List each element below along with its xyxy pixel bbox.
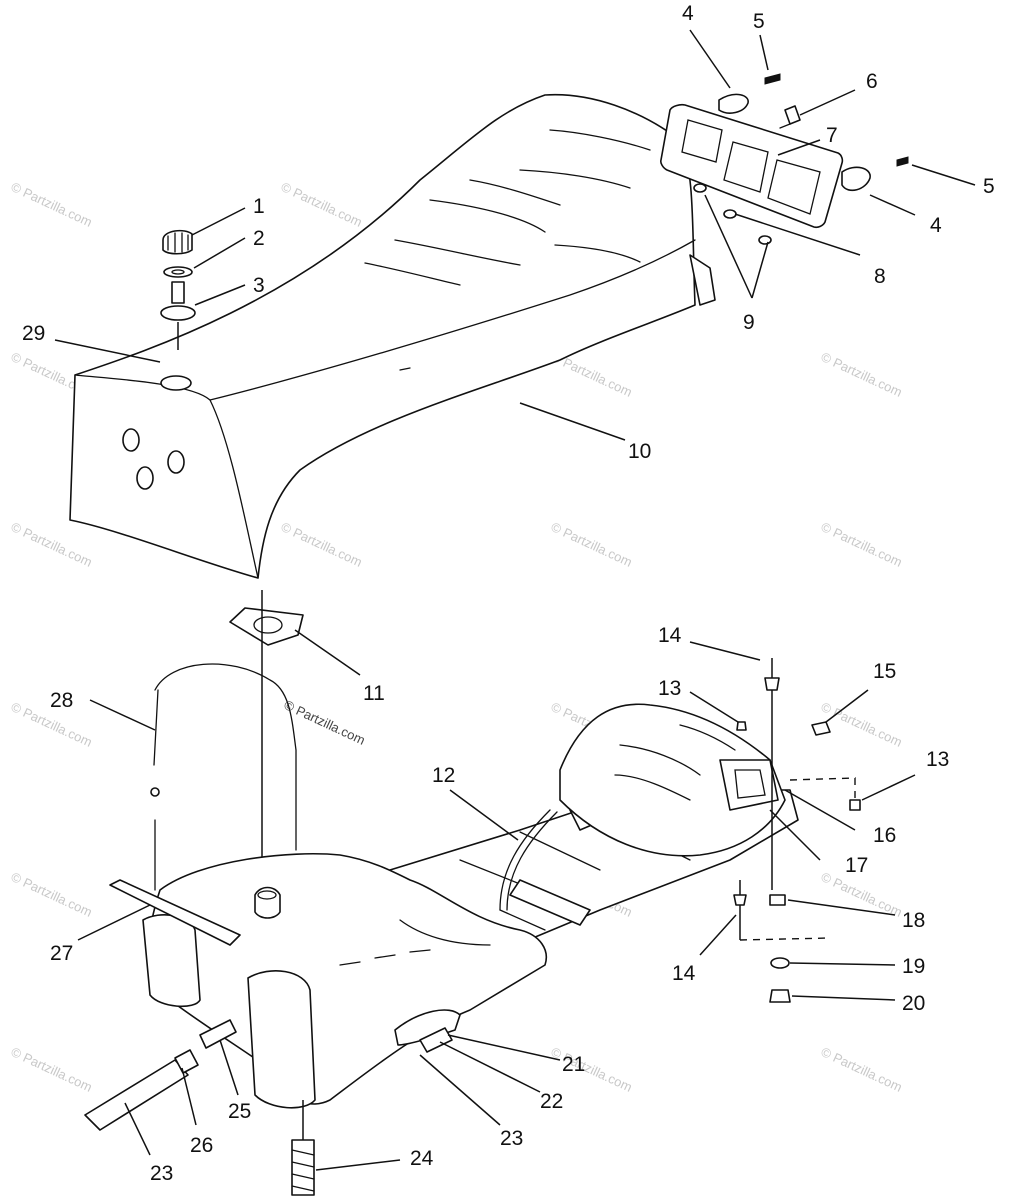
leader-lines <box>54 29 976 1171</box>
watermark-text: © Partzilla.com <box>819 519 905 570</box>
watermark-text: © Partzilla.com <box>819 349 905 400</box>
callout-19: 19 <box>902 955 925 978</box>
callout-10: 10 <box>628 440 651 463</box>
callouts: 1 2 3 29 4 5 6 7 5 4 8 9 10 11 28 12 14 … <box>22 2 995 1185</box>
watermark-text: © Partzilla.com <box>279 519 365 570</box>
callout-22: 22 <box>540 1090 563 1113</box>
callout-6: 6 <box>866 70 878 93</box>
callout-26: 26 <box>190 1134 213 1157</box>
callout-8: 8 <box>874 265 886 288</box>
vent-hose <box>150 590 300 891</box>
callout-18: 18 <box>902 909 925 932</box>
callout-27: 27 <box>50 942 73 965</box>
watermark-text: © Partzilla.com <box>9 1044 95 1095</box>
callout-24: 24 <box>410 1147 434 1170</box>
callout-23: 23 <box>150 1162 173 1185</box>
callout-13: 13 <box>926 748 949 771</box>
callout-2: 2 <box>253 227 265 250</box>
callout-21: 21 <box>562 1053 585 1076</box>
callout-5: 5 <box>753 10 765 33</box>
callout-1: 1 <box>253 195 265 218</box>
watermark-text: © Partzilla.com <box>819 1044 905 1095</box>
callout-4: 4 <box>682 2 694 25</box>
callout-28: 28 <box>50 689 73 712</box>
taillight-frame <box>660 73 909 245</box>
watermark-text: © Partzilla.com <box>9 519 95 570</box>
watermark-text: © Partzilla.com <box>9 869 95 920</box>
callout-3: 3 <box>253 274 265 297</box>
seat-cap-assembly <box>160 229 196 350</box>
watermark-text: © Partzilla.com <box>9 179 95 230</box>
callout-17: 17 <box>845 854 868 877</box>
callout-11: 11 <box>363 682 385 705</box>
callout-13: 13 <box>658 677 681 700</box>
callout-23: 23 <box>500 1127 523 1150</box>
callout-9: 9 <box>743 311 755 334</box>
callout-7: 7 <box>826 124 838 147</box>
rear-hardware <box>733 658 861 1003</box>
fuel-tank <box>84 852 547 1196</box>
callout-29: 29 <box>22 322 45 345</box>
callout-12: 12 <box>432 764 455 787</box>
watermark-text: © Partzilla.com <box>549 519 635 570</box>
callout-25: 25 <box>228 1100 251 1123</box>
gasket <box>229 607 304 646</box>
watermark-text: © Partzilla.com <box>279 179 365 230</box>
callout-15: 15 <box>873 660 896 683</box>
callout-16: 16 <box>873 824 896 847</box>
callout-14: 14 <box>672 962 696 985</box>
seat <box>69 93 716 579</box>
watermark-text: © Partzilla.com <box>819 699 905 750</box>
callout-14: 14 <box>658 624 682 647</box>
callout-20: 20 <box>902 992 925 1015</box>
callout-4: 4 <box>930 214 942 237</box>
callout-5: 5 <box>983 175 995 198</box>
